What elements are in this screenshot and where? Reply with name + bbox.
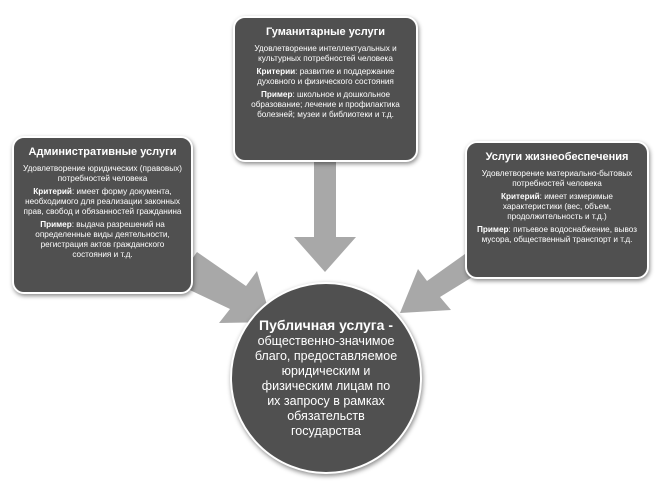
humanitarian-description: Удовлетворение интеллектуальных и культу…: [254, 44, 397, 64]
criterion-label: Критерии: [256, 67, 296, 77]
criterion-label: Критерий: [33, 187, 72, 197]
humanitarian-example: Пример: школьное и дошкольное образовани…: [243, 90, 408, 120]
administrative-title: Административные услуги: [28, 146, 177, 158]
example-text: : питьевое водоснабжение, вывоз мусора, …: [481, 225, 637, 245]
humanitarian-criterion: Критерии: развитие и поддержание духовно…: [243, 67, 408, 87]
criterion-text: : имеет измеримые характеристики (вес, о…: [502, 192, 613, 222]
life-support-criterion: Критерий: имеет измеримые характеристики…: [475, 192, 639, 222]
arrow-from-administrative: [175, 252, 272, 323]
public-service-title: Публичная услуга -: [259, 317, 393, 334]
life-support-services-box: Услуги жизнеобеспечения Удовлетворение м…: [465, 141, 649, 279]
arrow-from-humanitarian: [294, 162, 356, 272]
administrative-example: Пример: выдача разрешений на определенны…: [22, 220, 183, 260]
example-text: : выдача разрешений на определенные виды…: [35, 220, 170, 260]
public-service-circle: Публичная услуга - общественно-значимое …: [230, 282, 422, 474]
administrative-criterion: Критерий: имеет форму документа, необход…: [22, 187, 183, 217]
example-text: : школьное и дошкольное образование; леч…: [251, 90, 400, 120]
humanitarian-services-box: Гуманитарные услуги Удовлетворение интел…: [233, 16, 418, 162]
life-support-title: Услуги жизнеобеспечения: [485, 151, 629, 163]
life-support-example: Пример: питьевое водоснабжение, вывоз му…: [475, 225, 639, 245]
example-label: Пример: [260, 90, 293, 100]
criterion-text: : развитие и поддержание духовного и физ…: [257, 67, 395, 87]
public-service-definition: общественно-значимое благо, предоставляе…: [254, 333, 398, 438]
life-support-description: Удовлетворение материально-бытовых потре…: [481, 169, 633, 189]
administrative-description: Удовлетворение юридических (правовых) по…: [23, 164, 182, 184]
humanitarian-title: Гуманитарные услуги: [265, 26, 385, 38]
administrative-services-box: Административные услуги Удовлетворение ю…: [12, 136, 193, 294]
example-label: Пример: [40, 220, 72, 230]
criterion-text: : имеет форму документа, необходимого дл…: [23, 187, 182, 217]
criterion-label: Критерий: [501, 192, 540, 202]
example-label: Пример: [477, 225, 509, 235]
